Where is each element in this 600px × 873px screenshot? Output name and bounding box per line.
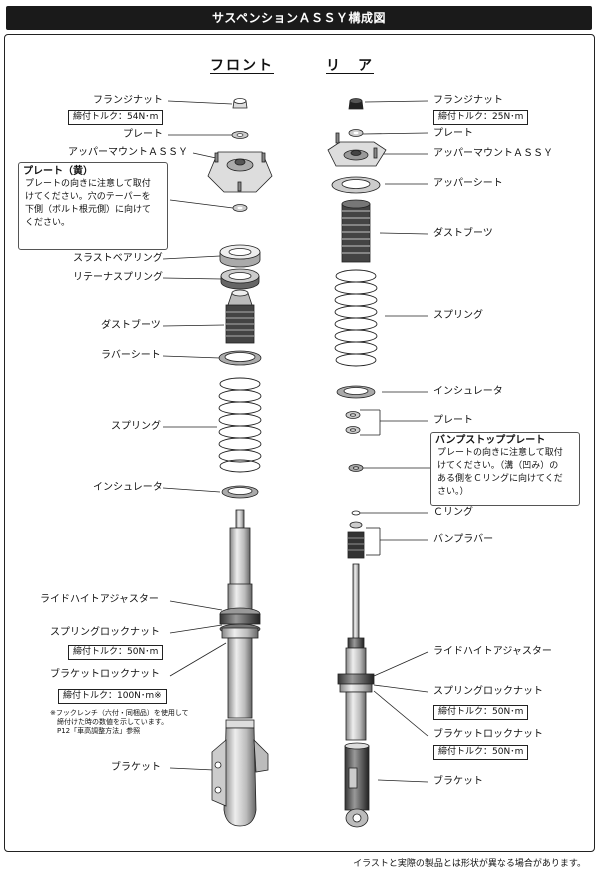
front-spring-lock-nut-label: スプリングロックナット: [50, 627, 160, 638]
rear-upper-seat-label: アッパーシート: [433, 178, 503, 189]
front-upper-mount-label: アッパーマウントＡＳＳＹ: [68, 147, 188, 158]
front-spring-label: スプリング: [111, 421, 161, 432]
footer-disclaimer: イラストと実際の製品とは形状が異なる場合があります。: [353, 859, 586, 869]
front-insulator-label: インシュレータ: [93, 482, 163, 493]
rear-plate-label: プレート: [433, 128, 473, 139]
rear-bracket-label: ブラケット: [433, 776, 483, 787]
rear-bracket-lock-nut-torque: 締付トルク：50N･m: [433, 745, 529, 760]
rear-insulator-label: インシュレータ: [433, 386, 503, 397]
front-plate-note-body: プレートの向きに注意して取付 けてください。穴のテーパーを 下側（ボルト根元側）…: [25, 179, 152, 228]
rear-heading: リ ア: [326, 58, 374, 74]
front-spring: [218, 377, 262, 473]
front-retainer-spring-label: リテーナスプリング: [73, 272, 163, 283]
rear-bump-stop-note-title: バンプストッププレート: [435, 435, 546, 446]
front-bracket-lock-nut-torque: 締付トルク：100N･m※: [58, 689, 167, 704]
rear-bracket-lock-nut-label: ブラケットロックナット: [433, 729, 543, 740]
rear-upper-mount-label: アッパーマウントＡＳＳＹ: [433, 148, 553, 159]
hook-wrench-note: ※フックレンチ（六付・同梱品）を使用して 締付けた時の数値を示しています。 P1…: [50, 709, 189, 735]
front-plate-label: プレート: [123, 129, 163, 140]
rear-plate2-label: プレート: [433, 415, 473, 426]
rear-bump-stop-note-body: プレートの向きに注意して取付 けてください。（溝（凹み）の ある側をＣリングに向…: [437, 448, 563, 497]
front-bracket-lock-nut-label: ブラケットロックナット: [50, 669, 160, 680]
rear-spring-lock-nut-label: スプリングロックナット: [433, 686, 543, 697]
rear-spring-label: スプリング: [433, 310, 483, 321]
rear-dust-boot-label: ダストブーツ: [433, 228, 493, 239]
front-flange-nut: [232, 98, 248, 109]
front-ride-height-adjuster-label: ライドハイトアジャスター: [40, 594, 159, 605]
rear-spring: [334, 269, 378, 367]
title-bar: サスペンションＡＳＳＹ構成図: [6, 6, 592, 30]
rear-ride-height-adjuster-label: ライドハイトアジャスター: [433, 646, 552, 657]
front-rubber-seat-label: ラバーシート: [101, 350, 161, 361]
front-spring-lock-nut-torque: 締付トルク：50N･m: [68, 645, 164, 660]
rear-c-ring-label: Ｃリング: [433, 507, 473, 518]
rear-spring-lock-nut-torque: 締付トルク：50N･m: [433, 705, 529, 720]
front-heading: フロント: [210, 58, 274, 74]
front-bracket-label: ブラケット: [111, 762, 161, 773]
rear-flange-nut-label: フランジナット: [433, 95, 503, 106]
front-flange-nut-label: フランジナット: [93, 95, 163, 106]
front-plate-note-title: プレート（黄）: [23, 166, 93, 177]
rear-flange-nut-torque: 締付トルク：25N･m: [433, 110, 529, 125]
diagram-frame: [4, 34, 595, 852]
front-flange-nut-torque: 締付トルク：54N･m: [68, 110, 164, 125]
rear-bump-stop-note: バンプストッププレート プレートの向きに注意して取付 けてください。（溝（凹み）…: [430, 432, 580, 506]
front-dust-boot-label: ダストブーツ: [101, 320, 161, 331]
rear-bump-rubber-label: バンプラバー: [433, 534, 494, 545]
front-plate-note: プレート（黄） プレートの向きに注意して取付 けてください。穴のテーパーを 下側…: [18, 162, 168, 250]
page-title: サスペンションＡＳＳＹ構成図: [212, 11, 386, 25]
front-thrust-bearing-label: スラストベアリング: [73, 253, 163, 264]
